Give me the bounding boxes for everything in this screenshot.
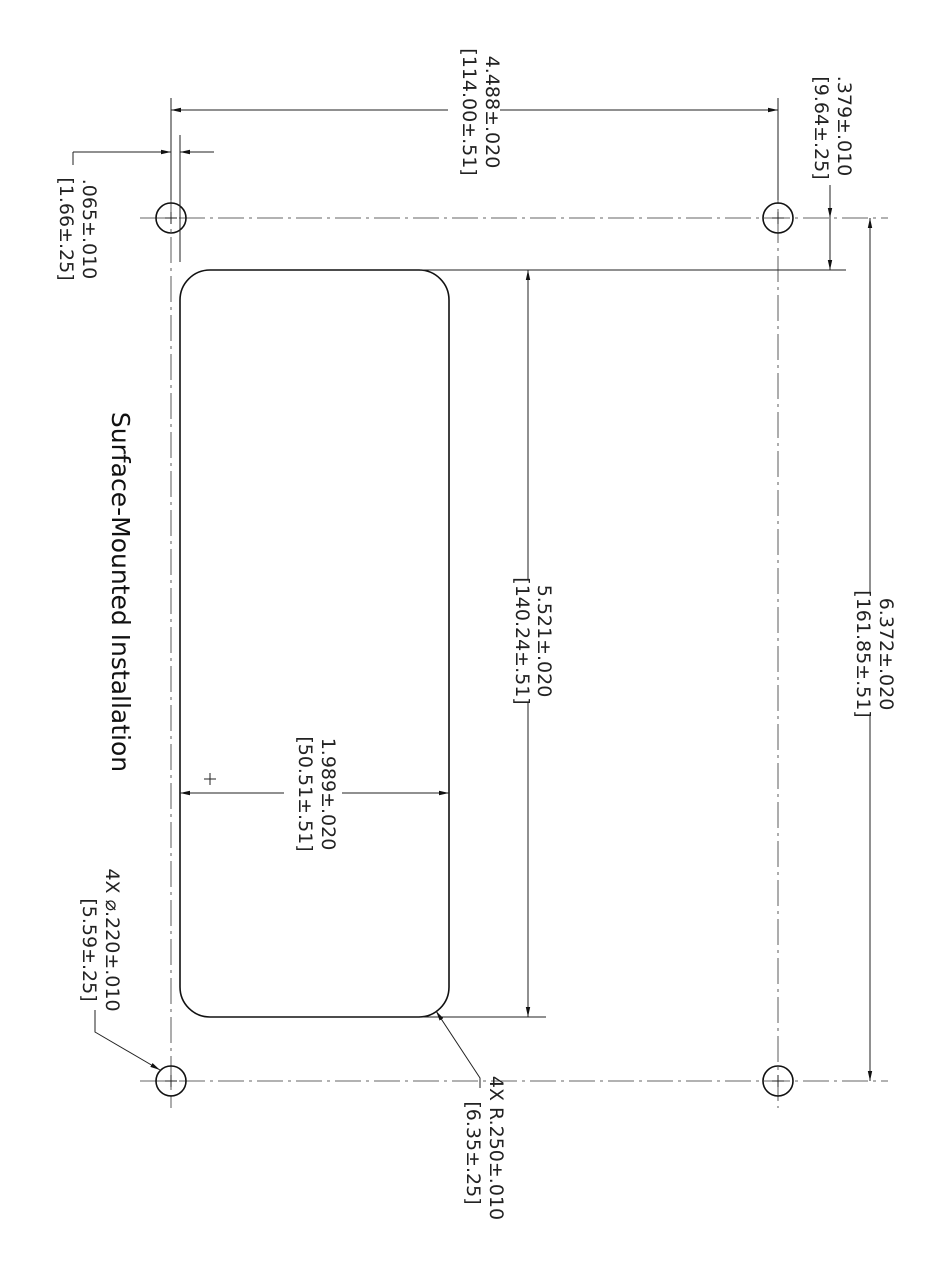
dim-cutout-width-inch: 1.989±.020 [317,738,339,851]
leader-hole-callout [95,1010,160,1070]
dim-right-offset-mm: [9.64±.25] [810,76,832,179]
hole-callout-label: 4X ⌀.220±.010 [101,868,123,1011]
hole-callout-mm: [5.59±.25] [78,898,100,1001]
radius-callout-label: 4X R.250±.010 [485,1076,507,1220]
dim-hole-spacing-vertical-inch: 6.372±.020 [875,598,897,711]
dim-right-offset-inch: .379±.010 [833,76,855,177]
dim-cutout-width-mm: [50.51±.51] [294,736,316,851]
leader-radius-callout [436,1011,480,1088]
dim-hole-spacing-vertical-mm: [161.85±.51] [852,590,874,717]
dim-cutout-length-mm: [140.24±.51] [511,577,533,704]
radius-callout-mm: [6.35±.25] [462,1101,484,1204]
cutout-center-mark [204,773,216,785]
cutout-outline [180,270,449,1017]
drawing-title: Surface-Mounted Installation [106,412,135,772]
dim-hole-spacing-horizontal-mm: [114.00±.51] [458,48,480,175]
dim-hole-spacing-horizontal-inch: 4.488±.020 [481,56,503,169]
dim-left-offset-mm: [1.66±.25] [55,177,77,280]
dim-cutout-length-inch: 5.521±.020 [533,585,555,698]
dim-left-offset-inch: .065±.010 [78,179,100,280]
